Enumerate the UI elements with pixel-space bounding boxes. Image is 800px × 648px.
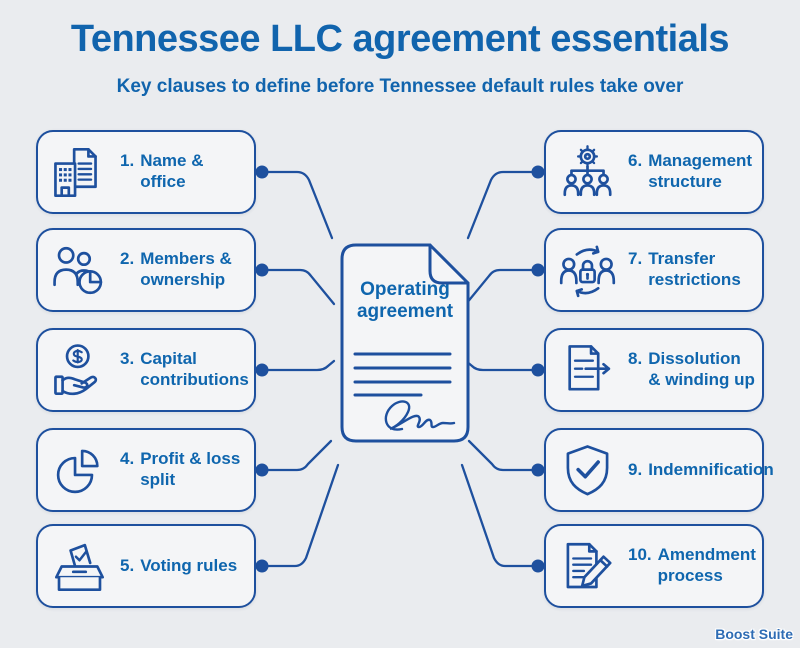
pie-chart-icon (38, 442, 120, 499)
clause-number: 7. (628, 249, 643, 269)
operating-agreement-document-icon (340, 243, 470, 443)
clause-label: Capital contributions (140, 349, 249, 389)
page-subtitle: Key clauses to define before Tennessee d… (116, 76, 684, 97)
clause-box-5-voting-rules: 5.Voting rules (36, 524, 256, 608)
clause-number: 5. (120, 555, 135, 575)
clause-label: Dissolution & winding up (648, 349, 755, 389)
clause-box-7-transfer-restrictions: 7.Transfer restrictions (544, 228, 764, 312)
clause-box-4-profit-loss: 4.Profit & loss split (36, 428, 256, 512)
clause-number: 10. (628, 545, 652, 565)
clause-label: Indemnification (648, 459, 774, 479)
office-building-icon (38, 144, 120, 201)
clause-label: Management structure (648, 151, 753, 191)
clause-label: Voting rules (140, 555, 238, 575)
clause-number: 6. (628, 151, 643, 171)
clause-number: 8. (628, 349, 643, 369)
clause-box-3-capital-contributions: 3.Capital contributions (36, 328, 256, 412)
document-arrow-icon (546, 342, 628, 399)
clause-label: Transfer restrictions (648, 249, 741, 289)
signature-squiggle (384, 400, 456, 431)
boost-suite-watermark: Boost Suite (715, 626, 793, 642)
clause-box-2-members-ownership: 2.Members & ownership (36, 228, 256, 312)
clause-number: 9. (628, 459, 643, 479)
clause-label: Amendment process (657, 545, 756, 585)
clause-box-1-name-office: 1.Name & office (36, 130, 256, 214)
clause-box-8-dissolution: 8.Dissolution & winding up (544, 328, 764, 412)
clause-box-6-management-structure: 6.Management structure (544, 130, 764, 214)
clause-label: Name & office (140, 151, 204, 191)
gear-org-chart-icon (546, 144, 628, 201)
ballot-box-icon (38, 538, 120, 595)
clause-number: 1. (120, 151, 135, 171)
document-pencil-icon (546, 538, 628, 595)
clause-number: 2. (120, 249, 135, 269)
shield-check-icon (546, 442, 628, 499)
page-title: Tennessee LLC agreement essentials (70, 18, 730, 60)
hand-coin-icon (38, 342, 120, 399)
clause-box-10-amendment-process: 10.Amendment process (544, 524, 764, 608)
clause-label: Members & ownership (140, 249, 232, 289)
transfer-lock-icon (546, 242, 628, 299)
operating-agreement-document: Operating agreement (340, 243, 470, 443)
clause-number: 3. (120, 349, 135, 369)
clause-label: Profit & loss split (140, 449, 241, 489)
clause-number: 4. (120, 449, 135, 469)
clause-box-9-indemnification: 9.Indemnification (544, 428, 774, 512)
members-ownership-pie-icon (38, 242, 120, 299)
operating-agreement-label: Operating agreement (356, 279, 454, 323)
